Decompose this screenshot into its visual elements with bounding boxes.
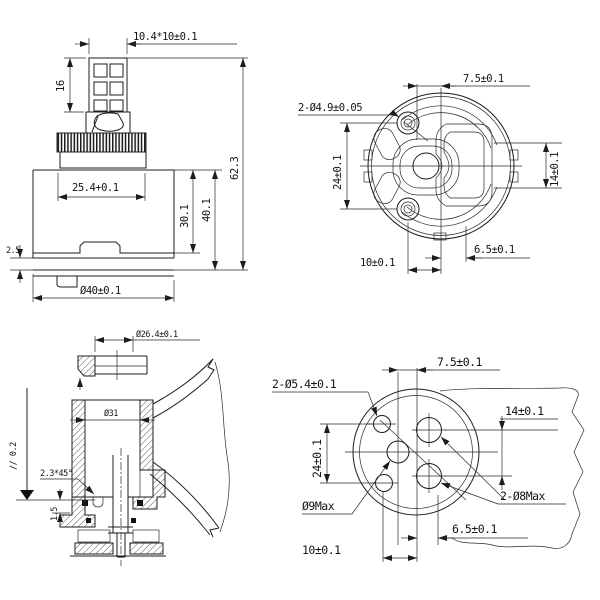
dim-label-cap-diameter: Ø26.4±0.1 (136, 329, 178, 340)
base-tab (56, 276, 78, 288)
dim-label-center-hole: Ø9Max (302, 499, 335, 513)
dim-outer-diameter: Ø40±0.1 (32, 274, 175, 302)
dim-offset-bottom-4: 10±0.1 (302, 543, 417, 561)
dim-label-chamfer: 2.3*45° (40, 469, 72, 479)
callout-pin-holes-2: 2-Ø4.9±0.05 (298, 102, 429, 142)
right-wall (139, 399, 154, 471)
dim-label-upper-height: 40.1 (201, 199, 213, 222)
dim-pin-spacing-2: 24±0.1 (332, 122, 397, 210)
dim-offset-bottom-2: 10±0.1 (360, 222, 441, 274)
cap-detail (77, 350, 148, 390)
chamfer-notch (92, 497, 104, 508)
dim-stem-height: 16 (55, 57, 86, 113)
dim-pin-spacing-4: 24±0.1 (310, 423, 375, 484)
dim-stem-square: 10.4*10±0.1 (75, 31, 237, 54)
dim-label-pin-holes-4: 2-Ø5.4±0.1 (272, 377, 337, 391)
dim-label-port-spacing-4: 14±0.1 (505, 404, 544, 418)
left-wall (71, 399, 86, 498)
dim-offset-right-4: 6.5±0.1 (401, 495, 528, 545)
view-seat-section: Ø26.4±0.1 (9, 329, 230, 566)
stem-spline-grid (93, 63, 124, 112)
lower-flanges (59, 469, 166, 557)
dim-label-outer-diameter: Ø40±0.1 (80, 285, 121, 297)
dim-port-spacing-4: 14±0.1 (444, 404, 558, 490)
broken-sheet (439, 387, 585, 549)
stem-outline (88, 57, 128, 113)
hole-tick-marks (368, 413, 446, 493)
dim-label-pin-spacing-4: 24±0.1 (310, 439, 324, 478)
view-cartridge-bottom: 7.5±0.1 2-Ø4.9±0.05 24±0.1 14±0.1 (298, 73, 562, 274)
dim-label-offset-top-2: 7.5±0.1 (463, 73, 504, 85)
dim-label-base-step: 2.5 (6, 246, 20, 256)
dim-label-port-height-2: 14±0.1 (549, 152, 561, 187)
dim-label-total-height: 62.3 (229, 157, 241, 180)
dim-label-pin-spacing-2: 24±0.1 (332, 155, 344, 190)
dim-offset-right-2: 6.5±0.1 (425, 226, 530, 262)
view-mounting-holes: 7.5±0.1 2-Ø5.4±0.1 14±0.1 24±0.1 (272, 355, 585, 562)
collar (59, 151, 147, 169)
rim-notches (363, 149, 519, 241)
cartridge-body (32, 169, 175, 288)
dim-step-height: 1.5 (50, 489, 70, 525)
leader-diagonal (379, 419, 467, 501)
dim-label-inner-width: 25.4+0.1 (72, 182, 119, 194)
dim-label-body-height: 30.1 (179, 205, 191, 228)
datum-callout: // 0.2 (9, 388, 95, 501)
spout-horn (149, 358, 230, 538)
dim-cap-diameter: Ø26.4±0.1 (94, 329, 200, 352)
dim-base-step: 2.5 (6, 245, 33, 283)
dim-label-parallelism: // 0.2 (9, 442, 19, 470)
dim-inner-width: 25.4+0.1 (57, 173, 146, 201)
dim-label-pin-holes-2: 2-Ø4.9±0.05 (298, 102, 362, 114)
dim-label-stem-square: 10.4*10±0.1 (133, 31, 197, 43)
dim-label-bore-diameter: Ø31 (104, 408, 118, 419)
dim-heights: 30.1 40.1 62.3 (127, 57, 248, 271)
dim-label-offset-right-4: 6.5±0.1 (452, 522, 498, 536)
dim-offset-top-4: 7.5±0.1 (382, 355, 500, 373)
center-stud-hole (386, 440, 410, 464)
chamfer-callout: 2.3*45° (40, 469, 95, 495)
callout-port-holes: 2-Ø8Max (440, 436, 566, 505)
cam-blob (93, 112, 124, 132)
dim-port-height-2: 14±0.1 (494, 142, 562, 189)
callout-pin-holes-4: 2-Ø5.4±0.1 (272, 377, 378, 417)
dim-label-offset-bottom-2: 10±0.1 (360, 257, 395, 269)
dim-label-offset-top-4: 7.5±0.1 (437, 355, 483, 369)
dim-label-stem-height: 16 (55, 80, 67, 92)
knurled-ring (56, 132, 147, 153)
dim-label-offset-right-2: 6.5±0.1 (474, 244, 515, 256)
valve-stem (108, 448, 133, 566)
dim-label-step-height: 1.5 (50, 507, 60, 521)
dim-label-port-holes: 2-Ø8Max (500, 489, 546, 503)
dim-bore-diameter: Ø31 (70, 408, 155, 423)
view-side-section: 10.4*10±0.1 16 25.4+0.1 30.1 40.1 (6, 31, 248, 302)
callout-center-hole: Ø9Max (302, 460, 391, 515)
dim-offset-top-2: 7.5±0.1 (403, 73, 530, 89)
dim-label-offset-bottom-4: 10±0.1 (302, 543, 341, 557)
